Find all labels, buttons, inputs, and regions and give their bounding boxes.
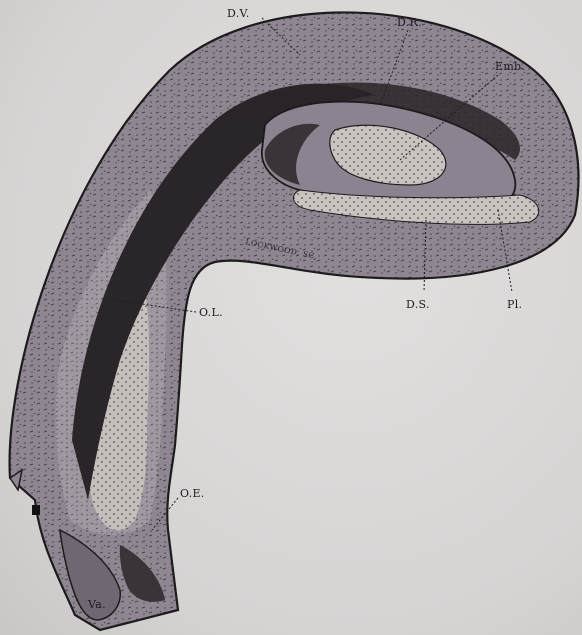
black-mark [32, 505, 40, 515]
label-oe: O.E. [180, 487, 205, 500]
label-emb: Emb. [495, 60, 525, 73]
label-pl: Pl. [507, 298, 522, 311]
label-dv: D.V. [227, 7, 250, 20]
label-dr: D.R. [397, 16, 422, 29]
label-va: Va. [87, 598, 106, 611]
label-ds: D.S. [406, 298, 430, 311]
label-ol: O.L. [199, 306, 223, 319]
